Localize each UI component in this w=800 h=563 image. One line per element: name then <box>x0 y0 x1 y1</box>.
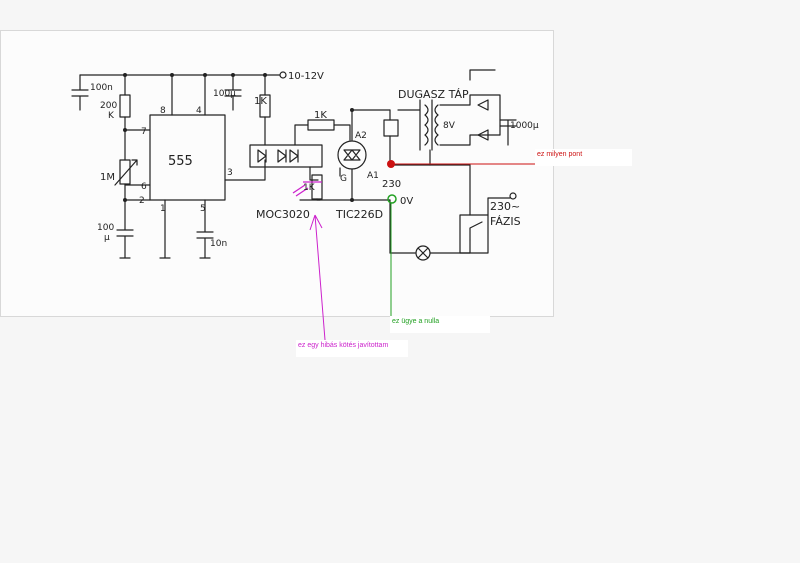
pin-8: 8 <box>160 106 166 116</box>
annotation-green: ez ügye a nulla <box>390 316 490 333</box>
phase-terminal <box>509 192 517 200</box>
label-c100u: 100μ <box>213 89 236 99</box>
label-phase: FÁZIS <box>490 215 521 228</box>
label-c-timing: 100 <box>97 223 114 233</box>
label-opto: MOC3020 <box>256 208 310 221</box>
label-230: 230 <box>382 179 401 190</box>
label-pot: 1M <box>100 172 115 183</box>
label-psu: DUGASZ TÁP <box>398 88 469 101</box>
label-c-timing-unit: μ <box>104 233 110 243</box>
label-a2: A2 <box>355 131 367 141</box>
label-c-top-left: 100n <box>90 83 113 93</box>
label-1k-gate: 1K <box>303 183 316 193</box>
magenta-strike-mark <box>292 184 309 197</box>
opto-body <box>249 144 323 168</box>
green-marker-circle <box>387 194 397 204</box>
pin-7: 7 <box>141 127 147 137</box>
pin-6: 6 <box>141 182 147 192</box>
pin-5: 5 <box>200 204 206 214</box>
label-mains: 230~ <box>490 200 520 213</box>
label-g: G <box>340 174 347 184</box>
paper-sheet <box>0 30 554 317</box>
label-0v: 0V <box>400 196 413 207</box>
label-psu-cap: 1000μ <box>510 121 539 131</box>
annotation-magenta: ez egy hibás kötés javítottam <box>296 340 408 357</box>
label-c-ctrl: 10n <box>210 239 227 249</box>
label-triac: TIC226D <box>335 208 383 221</box>
pin-1: 1 <box>160 204 166 214</box>
label-r200k-unit: K <box>108 111 115 121</box>
label-ic: 555 <box>168 154 193 169</box>
annotation-red: ez milyen pont <box>535 149 632 166</box>
pin-3: 3 <box>227 168 233 178</box>
pin-2: 2 <box>139 196 145 206</box>
label-r200k: 200 <box>100 101 117 111</box>
label-1k-top: 1K <box>254 96 267 107</box>
supply-terminal <box>279 71 287 79</box>
ic-555-body <box>149 114 226 201</box>
label-1k-mid: 1K <box>314 110 327 121</box>
magenta-arrow <box>309 214 326 341</box>
label-a1: A1 <box>367 171 379 181</box>
label-psu-voltage: 8V <box>443 121 456 131</box>
pin-4: 4 <box>196 106 202 116</box>
triac-body <box>337 140 367 170</box>
red-marker-dot <box>387 160 395 168</box>
label-supply: 10-12V <box>288 71 324 82</box>
